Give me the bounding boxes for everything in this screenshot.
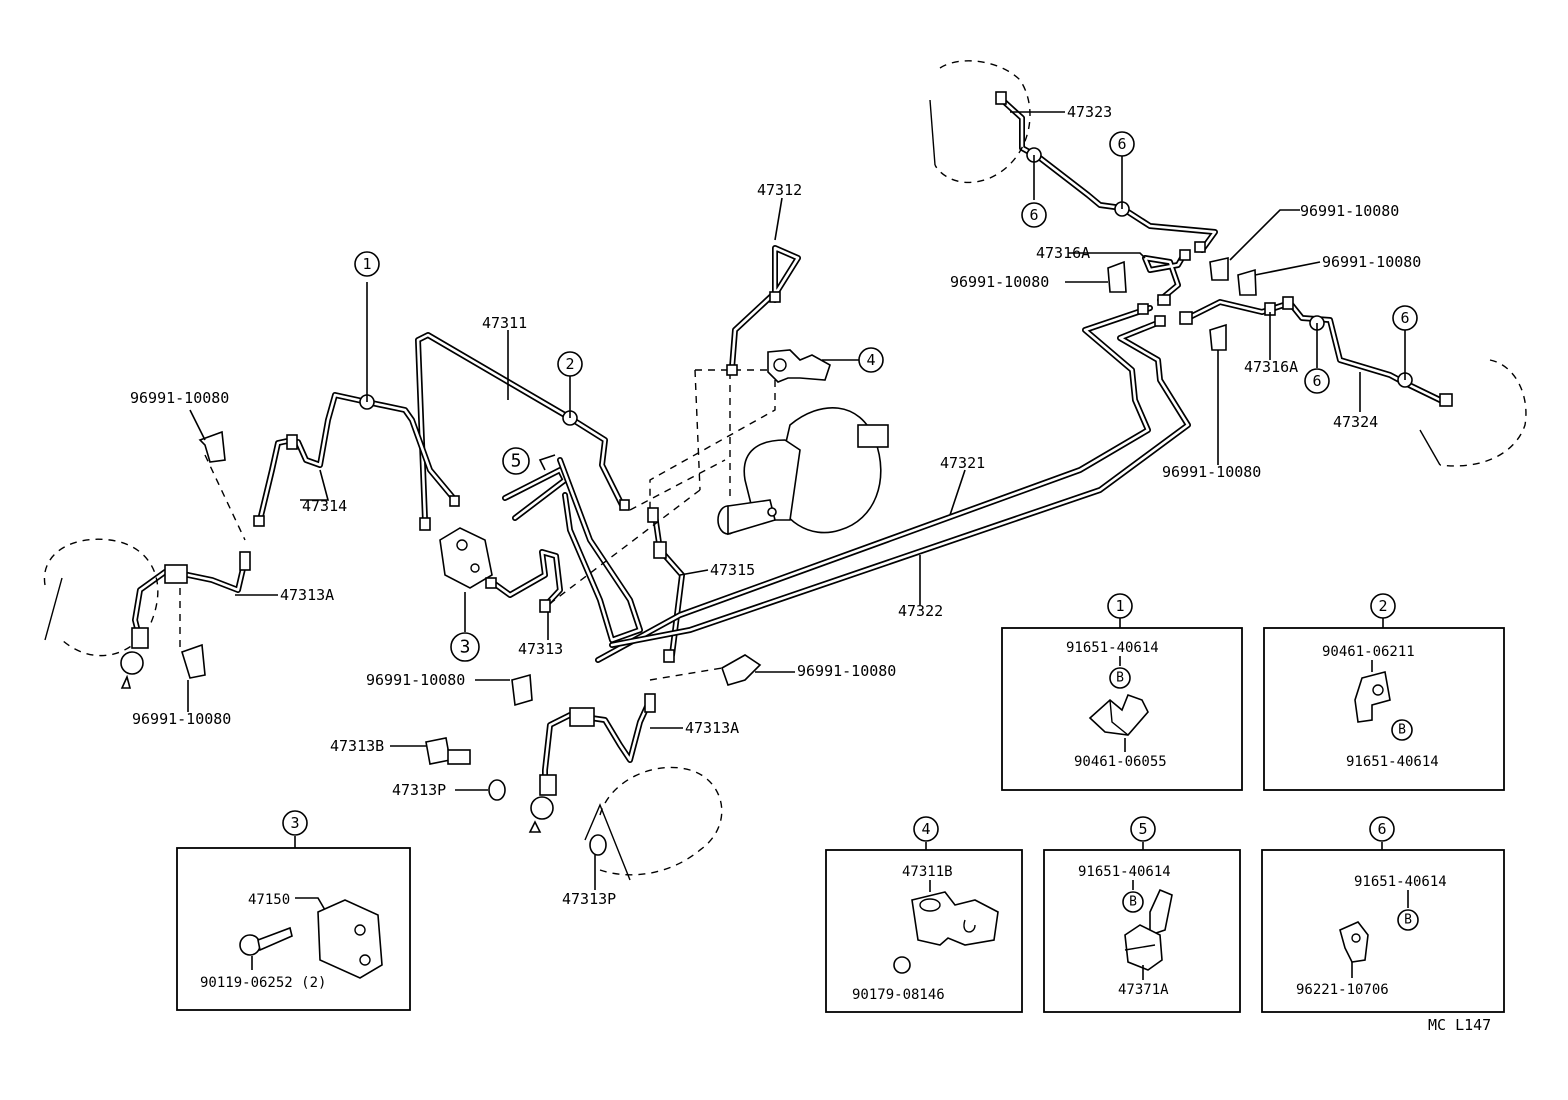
- svg-text:B: B: [1116, 671, 1124, 686]
- callout-5: 5: [502, 447, 530, 475]
- wheel-outlines: [43, 60, 1527, 881]
- svg-text:47311B: 47311B: [902, 864, 953, 880]
- svg-text:B: B: [1404, 913, 1412, 928]
- callout-2: 2: [557, 351, 583, 377]
- callout-6d: 6: [1392, 305, 1418, 331]
- svg-text:6: 6: [1117, 135, 1126, 153]
- svg-text:96221-10706: 96221-10706: [1296, 982, 1389, 998]
- callout-6a: 6: [1021, 202, 1047, 228]
- svg-text:1: 1: [1115, 597, 1124, 615]
- diagram-code: MC L147: [1428, 1016, 1491, 1034]
- master-cylinder-booster: [717, 407, 889, 536]
- bypass-bracket: [767, 349, 831, 383]
- label-47315: 47315: [710, 561, 755, 579]
- svg-text:5: 5: [511, 451, 522, 472]
- callout-6b: 6: [1109, 131, 1135, 157]
- svg-text:91651-40614: 91651-40614: [1346, 754, 1439, 770]
- callout-4: 4: [858, 347, 884, 373]
- svg-text:2: 2: [565, 355, 574, 373]
- label-47321: 47321: [940, 454, 985, 472]
- label-47313B: 47313B: [330, 737, 384, 755]
- callout-1: 1: [354, 251, 380, 277]
- label-47313P: 47313P: [562, 890, 616, 908]
- label-96991-10080: 96991-10080: [132, 710, 231, 728]
- label-96991-10080: 96991-10080: [1162, 463, 1261, 481]
- svg-text:6: 6: [1377, 820, 1386, 838]
- inset-1: 1 91651-40614 B 90461-06055: [1001, 593, 1243, 791]
- label-96991-10080: 96991-10080: [797, 662, 896, 680]
- callout-6c: 6: [1304, 368, 1330, 394]
- label-leaders: [187, 111, 1406, 890]
- svg-text:3: 3: [460, 637, 471, 658]
- inset-6: 6 91651-40614 B 96221-10706: [1261, 816, 1505, 1013]
- label-47313A: 47313A: [280, 586, 334, 604]
- label-96991-10080: 96991-10080: [950, 273, 1049, 291]
- svg-text:6: 6: [1312, 372, 1321, 390]
- svg-text:B: B: [1129, 895, 1137, 910]
- label-96991-10080: 96991-10080: [1300, 202, 1399, 220]
- label-47312: 47312: [757, 181, 802, 199]
- hose-ends: [120, 564, 607, 856]
- svg-text:47150: 47150: [248, 892, 290, 908]
- label-47323: 47323: [1067, 103, 1112, 121]
- svg-text:90179-08146: 90179-08146: [852, 987, 945, 1003]
- callouts: 1 2 3 4 5 6 6 6: [354, 131, 1418, 662]
- svg-text:91651-40614: 91651-40614: [1078, 864, 1171, 880]
- svg-text:5: 5: [1138, 820, 1147, 838]
- label-47316A: 47316A: [1244, 358, 1298, 376]
- label-47322: 47322: [898, 602, 943, 620]
- svg-text:47371A: 47371A: [1118, 982, 1169, 998]
- label-47311: 47311: [482, 314, 527, 332]
- label-47313P: 47313P: [392, 781, 446, 799]
- part-labels: 47312 47311 47323 96991-10080 96991-1008…: [130, 103, 1491, 1034]
- svg-text:90461-06211: 90461-06211: [1322, 644, 1415, 660]
- svg-text:B: B: [1398, 723, 1406, 738]
- svg-text:3: 3: [290, 814, 299, 832]
- label-47314: 47314: [302, 497, 347, 515]
- dashed-leaders: [179, 369, 776, 681]
- label-47313: 47313: [518, 640, 563, 658]
- svg-text:6: 6: [1029, 206, 1038, 224]
- label-96991-10080: 96991-10080: [366, 671, 465, 689]
- svg-text:1: 1: [362, 255, 371, 273]
- label-47324: 47324: [1333, 413, 1378, 431]
- svg-text:4: 4: [866, 351, 875, 369]
- clip-symbols: [181, 257, 1257, 707]
- inset-4: 4 47311B 90179-08146: [825, 816, 1023, 1013]
- label-47313A: 47313A: [685, 719, 739, 737]
- svg-text:2: 2: [1378, 597, 1387, 615]
- svg-text:4: 4: [921, 820, 930, 838]
- svg-text:6: 6: [1400, 309, 1409, 327]
- inset-5: 5 91651-40614 B 47371A: [1043, 816, 1241, 1013]
- proportioning-valve: [439, 527, 493, 589]
- inset-3: 3 47150 90119-06252 (2): [176, 810, 411, 1011]
- label-96991-10080: 96991-10080: [130, 389, 229, 407]
- svg-text:90461-06055: 90461-06055: [1074, 754, 1167, 770]
- inset-2: 2 90461-06211 B 91651-40614: [1263, 593, 1505, 791]
- callout-3: 3: [450, 632, 480, 662]
- svg-text:90119-06252 (2): 90119-06252 (2): [200, 975, 326, 991]
- label-47316A: 47316A: [1036, 244, 1090, 262]
- svg-text:91651-40614: 91651-40614: [1354, 874, 1447, 890]
- svg-text:91651-40614: 91651-40614: [1066, 640, 1159, 656]
- label-96991-10080: 96991-10080: [1322, 253, 1421, 271]
